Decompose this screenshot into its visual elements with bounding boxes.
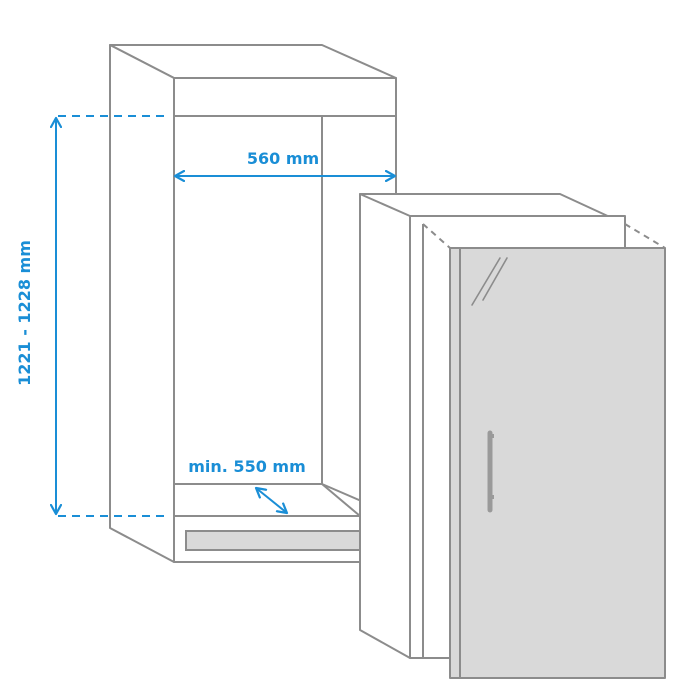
- handle-icon: [487, 430, 494, 513]
- cabinet-left-panel: [109, 44, 175, 563]
- cabinet-top-box: [173, 77, 397, 117]
- door-open-guides: [422, 223, 666, 249]
- refrigerator: [359, 193, 666, 679]
- width-label: 560 mm: [247, 149, 319, 168]
- fridge-side-face: [359, 193, 411, 659]
- door-glare: [471, 257, 508, 306]
- fridge-door: [449, 247, 666, 679]
- height-dimension: 1221 - 1228 mm: [15, 115, 170, 517]
- depth-dimension: min. 550 mm: [188, 457, 306, 513]
- height-label: 1221 - 1228 mm: [15, 240, 34, 386]
- plinth-slot: [185, 530, 383, 551]
- cabinet-inner-lines: [173, 116, 323, 485]
- depth-label: min. 550 mm: [188, 457, 306, 476]
- double-arrow-icon: [256, 488, 287, 513]
- width-dimension: 560 mm: [175, 149, 395, 176]
